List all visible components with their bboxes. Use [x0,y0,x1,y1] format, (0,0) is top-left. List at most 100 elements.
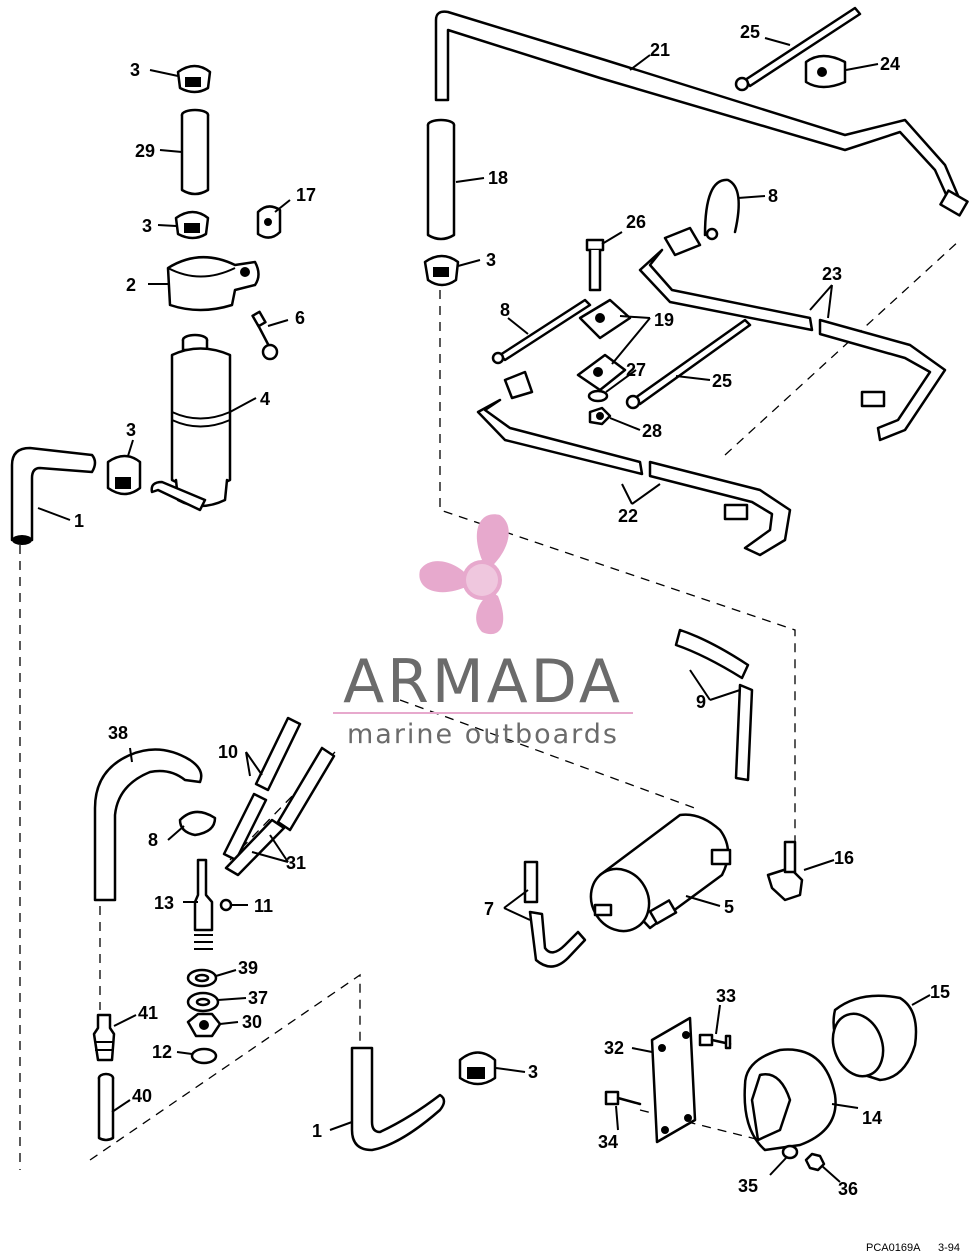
part-32-bracket-plate [650,1016,697,1144]
part-2-bracket [166,255,260,312]
part-36-nut [804,1152,826,1172]
part-3-clamp-left [106,454,142,496]
callout-3-b: 3 [142,216,152,236]
callout-7: 7 [484,899,494,919]
part-41-barb-fitting [92,1013,116,1062]
callout-13: 13 [154,893,174,913]
part-10-hose-pair [222,716,302,862]
callout-32: 32 [604,1038,624,1058]
part-21-fuel-line [434,10,969,217]
drawing-date: 3-94 [938,1242,960,1254]
callout-11: 11 [254,896,273,916]
callout-3-d: 3 [486,250,496,270]
callout-8-a: 8 [768,186,778,206]
part-12-lockwasher [190,1047,218,1065]
callout-25-b: 25 [712,371,732,391]
callout-4: 4 [260,389,270,409]
part-16-elbow-fitting [766,840,804,902]
callout-8-c: 8 [148,830,158,850]
callout-1-lower: 1 [312,1121,322,1141]
part-11-oring [219,898,233,912]
part-22-fuel-line [476,370,792,557]
callout-34: 34 [598,1132,618,1152]
drawing-reference: PCA0169A 3-94 [866,1242,960,1254]
part-13-fitting [193,858,214,950]
part-3-clamp-top [176,64,212,94]
part-6-screw [251,310,279,361]
part-1-elbow-hose-upper [10,446,97,545]
callout-10: 10 [218,742,238,762]
callout-41: 41 [138,1003,158,1023]
part-35-washer [781,1144,799,1160]
callout-3-c: 3 [126,420,136,440]
callout-25-a: 25 [740,22,760,42]
part-8-clamp-top [703,178,740,241]
callout-12: 12 [152,1042,172,1062]
part-40-hose [97,1072,115,1142]
armada-watermark: ARMADA marine outboards [333,514,633,750]
callout-36: 36 [838,1179,858,1199]
assembly-guide-lines [19,239,961,1170]
callout-31: 31 [286,853,306,873]
watermark-rule [333,712,633,714]
part-23-fuel-line [638,226,947,442]
part-27-washer [587,389,609,403]
callout-9: 9 [696,692,706,712]
callout-23: 23 [822,264,842,284]
callout-30: 30 [242,1012,262,1032]
callout-37: 37 [248,988,268,1008]
callout-33: 33 [716,986,736,1006]
part-25-cable-tie-top [734,6,862,92]
part-4-fuel-filter [150,333,232,512]
callout-1-upper: 1 [74,511,84,531]
callout-27: 27 [626,360,646,380]
part-30-nut [186,1012,222,1038]
part-29-hose [180,108,210,196]
part-3-clamp-lower [458,1051,497,1086]
leader-lines [37,37,931,1183]
callout-3-e: 3 [528,1062,538,1082]
part-1-elbow-hose-lower [350,1046,446,1152]
part-26-bolt [585,238,605,292]
callout-18: 18 [488,168,508,188]
part-33-screw [698,1033,732,1050]
callout-38: 38 [108,723,128,743]
part-17-grommet [256,205,282,239]
part-28-nut [588,406,612,426]
part-37-washer [186,991,220,1013]
callout-6: 6 [295,308,305,328]
watermark-tagline: marine outboards [347,719,619,750]
callout-24: 24 [880,54,900,74]
callout-19: 19 [654,310,674,330]
part-14-filter-cover [743,1048,837,1152]
part-7-hose-pair [523,860,587,968]
callout-28: 28 [642,421,662,441]
callout-35: 35 [738,1176,758,1196]
callout-14: 14 [862,1108,882,1128]
part-34-screw [604,1090,642,1106]
part-8-cable-tie-mid [491,298,592,365]
part-38-hose [93,748,203,902]
drawing-code: PCA0169A [866,1242,921,1254]
part-25-cable-tie-mid [625,318,752,410]
part-15-filter-cap [831,994,918,1082]
callout-labels: 3 29 3 17 2 6 4 3 1 21 25 24 18 8 26 3 2… [74,22,950,1199]
callout-3-a: 3 [130,60,140,80]
callout-29: 29 [135,141,155,161]
part-31-hose-pair [224,746,336,877]
part-3-clamp-mid [174,210,210,240]
part-8-clamp-lower [178,810,217,837]
callout-40: 40 [132,1086,152,1106]
callout-16: 16 [834,848,854,868]
callout-5: 5 [724,897,734,917]
callout-26: 26 [626,212,646,232]
callout-8-b: 8 [500,300,510,320]
part-5-fuel-filter [589,813,732,933]
callout-17: 17 [296,185,316,205]
callout-39: 39 [238,958,258,978]
callout-21: 21 [650,40,670,60]
watermark-brand: ARMADA [343,647,623,717]
callout-15: 15 [930,982,950,1002]
callout-2: 2 [126,275,136,295]
